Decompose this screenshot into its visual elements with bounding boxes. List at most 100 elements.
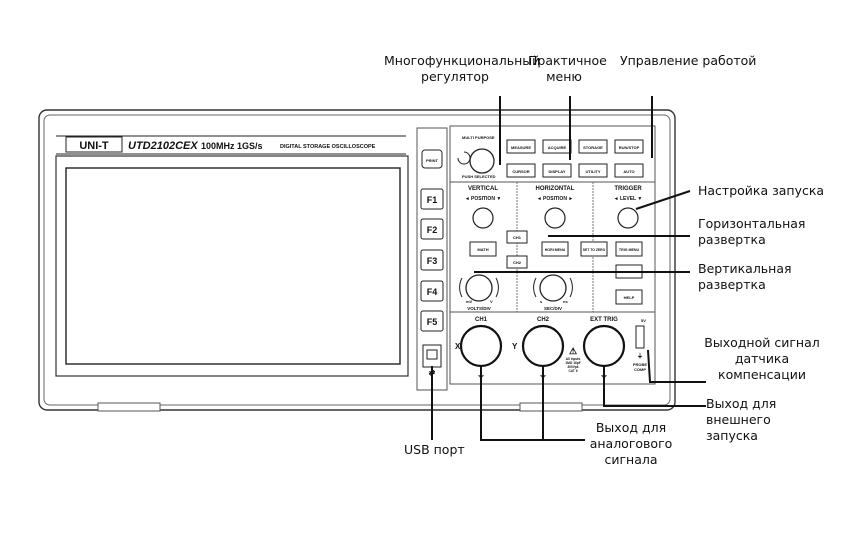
sec-div-label: SEC/DIV (544, 306, 562, 311)
callout-multi-knob-line-2: регулятор (421, 69, 489, 84)
warning-text-4: CAT II (569, 369, 578, 373)
horizontal-section-label: HORIZONTAL (536, 186, 575, 192)
cursor-label: CURSOR (512, 169, 529, 174)
vertical-section-label: VERTICAL (468, 186, 498, 192)
hori-menu-label: HORI MENU (545, 248, 566, 252)
callout-menu: Практичное меню (528, 53, 607, 85)
callout-control: Управление работой (620, 53, 756, 69)
vertical-position-knob[interactable] (472, 207, 494, 229)
sec-s-label: s (540, 299, 543, 304)
f2-label: F2 (427, 225, 438, 235)
y-label: Y (512, 342, 518, 351)
function-keys: F1 F2 F3 F4 F5 (420, 188, 444, 332)
probe-voltage-label: 5V (641, 318, 646, 323)
set-to-zero-button[interactable] (580, 241, 608, 257)
trigger-section-label: TRIGGER (614, 186, 642, 192)
multi-purpose-knob[interactable] (469, 148, 495, 174)
cursor-button[interactable] (506, 163, 536, 178)
foot-left (97, 402, 161, 412)
measure-button[interactable] (506, 139, 536, 154)
callout-control-line-1: Управление работой (620, 53, 757, 68)
volts-div-knob[interactable] (465, 274, 493, 302)
menu-buttons: MEASURE ACQUIRE STORAGE RUN/STOP CURSOR … (506, 139, 644, 178)
probe-comp-terminal[interactable] (635, 325, 645, 349)
push-selected-label: PUSH SELECTED (462, 174, 496, 179)
f1-button[interactable] (420, 188, 444, 210)
level-label: ◄ LEVEL ▼ (614, 196, 643, 202)
callout-usb: USB порт (404, 442, 465, 458)
run-stop-label: RUN/STOP (619, 145, 640, 150)
v-position-label: ◄ POSITION ▼ (465, 196, 502, 202)
callout-vertical-line-2: развертка (698, 277, 766, 292)
warning-text-2: 1MΩ 16pF (565, 361, 580, 365)
brand-label: UNI-T (79, 140, 109, 152)
ch2-button[interactable] (506, 255, 528, 269)
callout-menu-line-1: Практичное (528, 53, 607, 68)
callout-horizontal-line-2: развертка (698, 232, 766, 247)
callout-multi-knob: Многофункциональный регулятор (384, 53, 541, 85)
callout-analog: Выход для аналогового сигнала (586, 420, 676, 468)
callout-lines (431, 96, 706, 441)
callout-multi-knob-line-1: Многофункциональный (384, 53, 541, 68)
help-button[interactable] (615, 289, 643, 305)
utility-label: UTILITY (585, 169, 600, 174)
storage-label: STORAGE (583, 145, 603, 150)
brand-logo (65, 136, 123, 153)
ch1-button-label: CH1 (513, 235, 522, 240)
measure-label: MEASURE (511, 145, 531, 150)
display-button[interactable] (542, 163, 572, 178)
f3-label: F3 (427, 256, 438, 266)
volts-mv-label: mV (466, 299, 473, 304)
volts-div-label: VOLTS/DIV (467, 306, 490, 311)
callout-trigger-line-1: Настройка запуска (698, 183, 825, 198)
comp-label: COMP (634, 367, 646, 372)
horizontal-position-knob[interactable] (544, 207, 566, 229)
callout-ext-trig: Выход для внешнего запуска (706, 396, 776, 444)
callout-horizontal: Горизонтальная развертка (698, 216, 805, 248)
warning-text-1: All Inputs (566, 357, 581, 361)
callout-usb-line-1: USB порт (404, 442, 465, 457)
callout-vertical: Вертикальная развертка (698, 261, 792, 293)
sec-div-knob[interactable] (539, 274, 567, 302)
auto-label: AUTO (623, 169, 634, 174)
spec-label: 100MHz 1GS/s (201, 141, 263, 151)
trig-menu-label: TRIG MENU (619, 248, 640, 252)
f2-button[interactable] (420, 218, 444, 240)
ch2-button-label: CH2 (513, 260, 522, 265)
callout-probe-comp-line-2: датчика (734, 351, 790, 366)
f4-label: F4 (427, 287, 438, 297)
storage-button[interactable] (578, 139, 608, 154)
f1-label: F1 (427, 195, 438, 205)
callout-trigger: Настройка запуска (698, 183, 824, 199)
multi-purpose-label: MULTI PURPOSE (462, 135, 495, 140)
math-button[interactable] (469, 241, 497, 257)
trigger-level-knob[interactable] (617, 207, 639, 229)
auto-button[interactable] (614, 163, 644, 178)
callout-ext-trig-line-1: Выход для (706, 396, 777, 411)
trig-menu-button[interactable] (615, 241, 643, 257)
ch1-button[interactable] (506, 230, 528, 244)
set-to-zero-label: SET TO ZERO (583, 248, 606, 252)
sec-ns-label: ns (563, 299, 568, 304)
callout-horizontal-line-1: Горизонтальная (698, 216, 806, 231)
f4-button[interactable] (420, 280, 444, 302)
f5-button[interactable] (420, 310, 444, 332)
run-stop-button[interactable] (614, 139, 644, 154)
callout-ext-trig-line-3: запуска (706, 428, 758, 443)
print-button[interactable] (421, 149, 443, 169)
ch1-bnc-connector[interactable] (459, 324, 503, 368)
x-label: X (455, 342, 461, 351)
probe-ground-icon: ⏚ (637, 353, 643, 360)
utility-button[interactable] (578, 163, 608, 178)
model-label: UTD2102CEX (128, 140, 198, 152)
help-label: HELP (624, 295, 635, 300)
f3-button[interactable] (420, 249, 444, 271)
callout-analog-line-1: Выход для (595, 420, 667, 435)
ext-trig-label: EXT TRIG (590, 317, 618, 323)
ch2-bnc-connector[interactable] (521, 324, 565, 368)
hori-menu-button[interactable] (541, 241, 569, 257)
foot-right (519, 402, 583, 412)
ext-trig-bnc-connector[interactable] (582, 324, 626, 368)
ch1-input-label: CH1 (475, 317, 488, 323)
